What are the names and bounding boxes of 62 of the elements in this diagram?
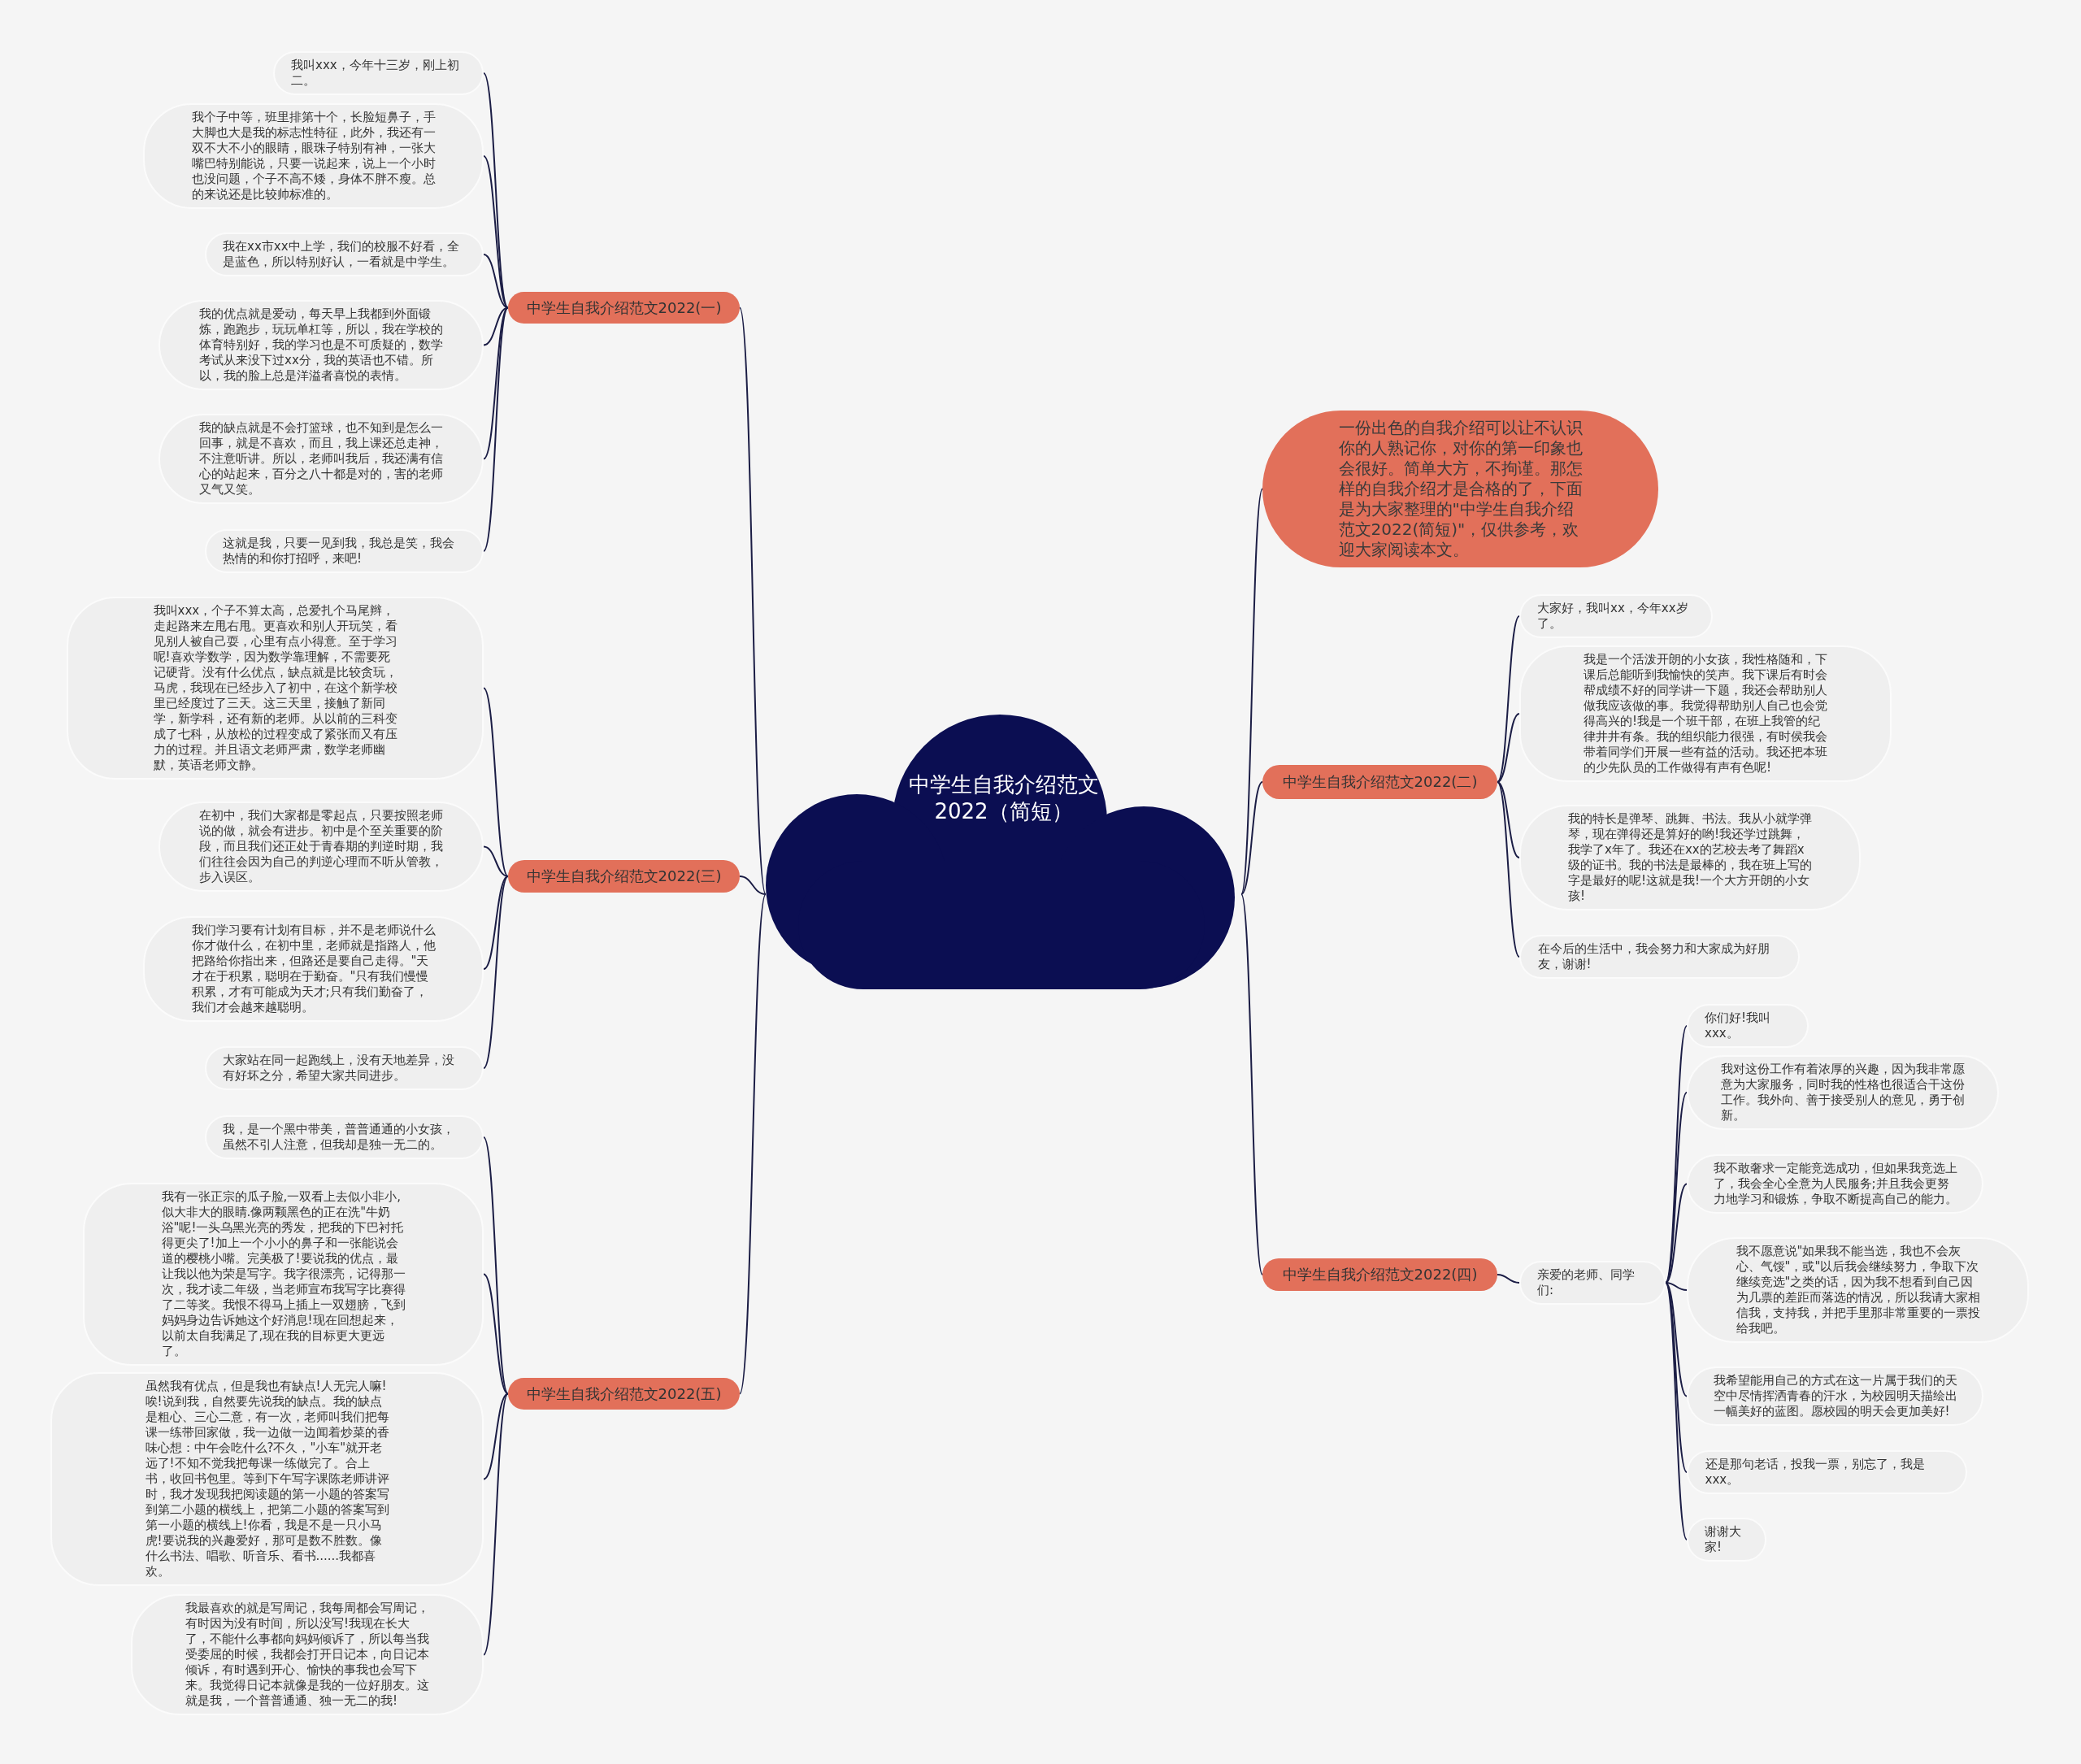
connector-line (483, 306, 509, 460)
connector-line (1497, 713, 1520, 783)
connector-line (483, 306, 509, 552)
connector-line (483, 1393, 509, 1480)
connector-line (1240, 893, 1263, 1275)
branch-topic: 中学生自我介绍范文2022(一) (508, 292, 740, 324)
topic-bubble: 我的特长是弹琴、跳舞、书法。我从小就学弹琴，现在弹得还是算好的哟!我还学过跳舞，我学了x年了。我还在xx的艺校去考了舞蹈x级的证书。我的书法是最棒的，我在班上写的字是最好的呢!这就是我!一个大方开朗的小女孩! (1519, 805, 1861, 910)
central-topic-text: 中学生自我介绍范文2022（简短） (907, 771, 1100, 825)
topic-bubble: 我希望能用自己的方式在这一片属于我们的天空中尽情挥洒青春的汗水，为校园明天描绘出一幅美好的蓝图。愿校园的明天会更加美好! (1687, 1366, 1983, 1426)
connector-line (1240, 488, 1263, 895)
topic-bubble: 我在xx市xx中上学，我们的校服不好看，全是蓝色，所以特别好认，一看就是中学生。 (205, 232, 484, 276)
branch-topic: 中学生自我介绍范文2022(二) (1262, 765, 1497, 799)
connector-line (1665, 1183, 1688, 1284)
topic-bubble: 我不愿意说"如果我不能当选，我也不会灰心、气馁"，或"以后我会继续努力，争取下次继续竞选"之类的话，因为我不想看到自己因为几票的差距而落选的情况，所以我请大家相信我，支持我，并把手里那非常重要的一票投给我吧。 (1687, 1237, 2029, 1343)
topic-bubble: 你们好!我叫xxx。 (1687, 1004, 1809, 1048)
branch-topic: 中学生自我介绍范文2022(四) (1262, 1258, 1497, 1291)
topic-bubble: 大家站在同一起跑线上，没有天地差异，没有好坏之分，希望大家共同进步。 (205, 1046, 484, 1090)
connector-line (1665, 1282, 1688, 1397)
topic-bubble: 虽然我有优点，但是我也有缺点!人无完人嘛!唉!说到我，自然要先说我的缺点。我的缺点是粗心、三心二意，有一次，老师叫我们把每课一练带回家做，我一边做一边闻着炒菜的香味心想：中午会吃什么?不久，"小车"就开老远了!不知不觉我把每课一练做完了。合上书，收回书包里。等到下午写字课陈老师讲评时，我才发现我把阅读题的第一小题的答案写到第二小题的横线上，把第二小题的答案写到第一小题的横线上!你看，我是不是一只小马虎!要说我的兴趣爱好，那可是数不胜数。像什么书法、唱歌、听音乐、看书......我都喜欢。 (50, 1372, 484, 1586)
connector-line (739, 306, 767, 895)
topic-bubble: 在今后的生活中，我会努力和大家成为好朋友，谢谢! (1519, 935, 1800, 979)
connector-line (1240, 781, 1263, 895)
topic-bubble: 我们学习要有计划有目标，并不是老师说什么你才做什么，在初中里，老师就是指路人，他把路给你指出来，但路还是要自己走得。"天才在于积累，聪明在于勤奋。"只有我们慢慢积累，才有可能成为天才;只有我们勤奋了，我们才会越来越聪明。 (143, 916, 484, 1022)
topic-bubble: 我个子中等，班里排第十个，长脸短鼻子，手大脚也大是我的标志性特征，此外，我还有一双不大不小的眼睛，眼珠子特别有神，一张大嘴巴特别能说，只要一说起来，说上一个小时也没问题，个子不高不矮，身体不胖不瘦。总的来说还是比较帅标准的。 (143, 103, 484, 209)
topic-bubble: 我有一张正宗的瓜子脸,一双看上去似小非小,似大非大的眼睛.像两颗黑色的正在洗"牛奶浴"呢!一头乌黑光亮的秀发，把我的下巴衬托得更尖了!加上一个小小的鼻子和一张能说会道的樱桃小嘴。完美极了!要说我的优点，最让我以他为荣是写字。我字很漂亮，记得那一次，我才读二年级，当老师宣布我写字比赛得了二等奖。我恨不得马上插上一双翅膀，飞到妈妈身边告诉她这个好消息!现在回想起来，以前太自我满足了,现在我的目标更大更远了。 (83, 1183, 484, 1366)
topic-bubble: 还是那句老话，投我一票，别忘了，我是xxx。 (1687, 1450, 1967, 1494)
topic-bubble: 谢谢大家! (1687, 1518, 1766, 1562)
topic-bubble: 我不敢奢求一定能竞选成功，但如果我竞选上了，我会全心全意为人民服务;并且我会更努力地学习和锻炼，争取不断提高自己的能力。 (1687, 1154, 1983, 1214)
topic-bubble: 我是一个活泼开朗的小女孩，我性格随和，下课后总能听到我愉快的笑声。我下课后有时会帮成绩不好的同学讲一下题，我还会帮助别人做我应该做的事。我觉得帮助别人自己也会觉得高兴的!我是一个班干部，在班上我管的纪律井井有条。我的组织能力很强，有时侯我会带着同学们开展一些有益的活动。我还把本班的少先队员的工作做得有声有色呢! (1519, 645, 1892, 782)
topic-bubble: 亲爱的老师、同学们: (1519, 1261, 1666, 1305)
connector-line (483, 254, 509, 309)
connector-line (483, 875, 509, 970)
branch-topic: 中学生自我介绍范文2022(三) (508, 860, 740, 893)
connector-line (1665, 1282, 1688, 1540)
connector-line (483, 1273, 509, 1395)
connector-line (483, 1393, 509, 1656)
topic-bubble: 我的优点就是爱动，每天早上我都到外面锻炼，跑跑步，玩玩单杠等，所以，我在学校的体育特别好，我的学习也是不可质疑的，数学考试从来没下过xx分，我的英语也不错。所以，我的脸上总是洋溢者喜悦的表情。 (159, 300, 484, 390)
topic-bubble: 我叫xxx，个子不算太高，总爱扎个马尾辫，走起路来左甩右甩。更喜欢和别人开玩笑，看见别人被自己耍，心里有点小得意。至于学习呢!喜欢学数学，因为数学靠理解，不需要死记硬背。没有什么优点，缺点就是比较贪玩，马虎，我现在已经步入了初中，在这个新学校里已经度过了三天。这三天里，接触了新同学，新学科，还有新的老师。从以前的三科变成了七科，从放松的过程变成了紧张而又有压力的过程。并且语文老师严肃，数学老师幽默，英语老师文静。 (67, 597, 484, 780)
topic-bubble: 这就是我，只要一见到我，我总是笑，我会热情的和你打招呼，来吧! (205, 529, 484, 573)
connector-line (1665, 1092, 1688, 1284)
intro-bubble: 一份出色的自我介绍可以让不认识你的人熟记你，对你的第一印象也会很好。简单大方，不拘谨。那怎样的自我介绍才是合格的了，下面是为大家整理的"中学生自我介绍范文2022(简短)"，仅供参考，欢迎大家阅读本文。 (1262, 411, 1658, 567)
connector-line (739, 875, 767, 895)
connector-line (483, 875, 509, 1069)
topic-bubble: 在初中，我们大家都是零起点，只要按照老师说的做，就会有进步。初中是个至关重要的阶段，而且我们还正处于青春期的判逆时期，我们往往会因为自己的判逆心理而不听从管教，步入误区。 (159, 802, 484, 892)
connector-line (739, 893, 767, 1395)
connector-line (483, 845, 509, 877)
topic-bubble: 我的缺点就是不会打篮球，也不知到是怎么一回事，就是不喜欢，而且，我上课还总走神，不注意听讲。所以，老师叫我后，我还满有信心的站起来，百分之八十都是对的，害的老师又气又笑。 (159, 414, 484, 504)
connector-line (1665, 1282, 1688, 1473)
branch-topic: 中学生自我介绍范文2022(五) (508, 1378, 740, 1410)
topic-bubble: 大家好，我叫xx，今年xx岁了。 (1519, 594, 1713, 638)
connector-line (1497, 781, 1520, 958)
topic-bubble: 我叫xxx，今年十三岁，刚上初二。 (273, 51, 484, 95)
connector-line (1665, 1282, 1688, 1291)
connector-line (1497, 1274, 1520, 1284)
connector-line (1497, 781, 1520, 858)
topic-bubble: 我，是一个黑中带美，普普通通的小女孩，虽然不引人注意，但我却是独一无二的。 (205, 1115, 484, 1159)
connector-line (483, 306, 509, 346)
topic-bubble: 我最喜欢的就是写周记，我每周都会写周记，有时因为没有时间，所以没写!我现在长大了，不能什么事都向妈妈倾诉了，所以每当我受委屈的时候，我都会打开日记本，向日记本倾诉，有时遇到开心、愉快的事我也会写下来。我觉得日记本就像是我的一位好朋友。这就是我，一个普普通通、独一无二的我! (131, 1594, 484, 1715)
connector-line (483, 1136, 509, 1395)
connector-line (483, 155, 509, 309)
topic-bubble: 我对这份工作有着浓厚的兴趣，因为我非常愿意为大家服务，同时我的性格也很适合干这份工作。我外向、善于接受别人的意见，勇于创新。 (1687, 1055, 1999, 1130)
connector-line (483, 687, 509, 877)
